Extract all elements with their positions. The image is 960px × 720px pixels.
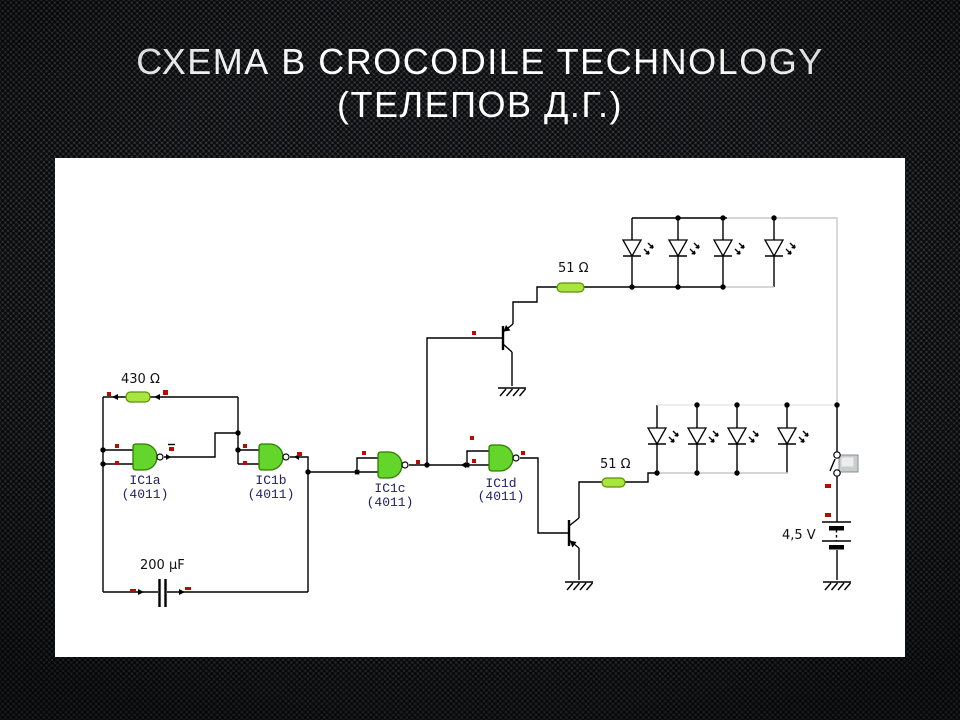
capacitor-c1-label: 200 µF [140,558,185,573]
capacitor-c1: 200 µF [140,558,185,607]
transistor-q1 [501,323,514,353]
led-array-bottom [647,427,809,445]
circuit-canvas: 430 Ω 51 Ω 51 Ω 200 µF IC1a (4011) IC1b … [55,158,905,657]
led-icon [622,239,654,257]
led-icon [668,239,700,257]
led-icon [713,239,745,257]
nand-gate-ic1a: IC1a (4011) [122,443,169,502]
gate-ic1d-part: (4011) [478,489,525,504]
led-icon [687,427,719,445]
gate-ic1b-part: (4011) [248,487,295,502]
transistor-q2 [567,517,580,549]
resistor-r1: 430 Ω [121,372,160,403]
gate-ic1c-name: IC1c [374,481,405,496]
gate-ic1a-part: (4011) [122,487,169,502]
switch-button-icon [841,457,854,467]
resistor-r1-label: 430 Ω [121,372,160,387]
ground-symbol [822,581,852,591]
slide-title: СХЕМА В CROCODILE TECHNOLOGY (ТЕЛЕПОВ Д.… [0,40,960,126]
gate-ic1c-part: (4011) [367,495,414,510]
led-icon [777,427,809,445]
resistor-r3-label: 51 Ω [600,457,631,472]
gate-ic1b-name: IC1b [255,473,286,488]
slide-title-line1: СХЕМА В CROCODILE TECHNOLOGY [136,41,824,82]
inactive-wires [657,217,838,474]
junction-dots [100,215,840,476]
led-icon [727,427,759,445]
battery-label: 4,5 V [782,528,816,543]
battery: 4,5 V [782,521,851,550]
circuit-diagram: 430 Ω 51 Ω 51 Ω 200 µF IC1a (4011) IC1b … [100,215,859,607]
led-icon [764,239,796,257]
ground-symbol [497,387,527,397]
ground-symbol [564,581,594,591]
resistor-r3: 51 Ω [600,457,631,488]
slide-title-line2: (ТЕЛЕПОВ Д.Г.) [337,84,623,125]
push-switch [829,451,859,477]
current-arrows [112,394,466,595]
resistor-r2-label: 51 Ω [558,261,589,276]
nand-gate-ic1d: IC1d (4011) [478,444,525,504]
gate-ic1d-name: IC1d [485,476,516,491]
led-icon [647,427,679,445]
led-array-top [622,239,796,257]
resistor-r2: 51 Ω [556,261,589,293]
wires [102,217,838,593]
state-indicators [107,331,831,592]
nand-gate-ic1b: IC1b (4011) [248,443,295,502]
gate-ic1a-name: IC1a [129,473,160,488]
nand-gate-ic1c: IC1c (4011) [367,451,414,510]
